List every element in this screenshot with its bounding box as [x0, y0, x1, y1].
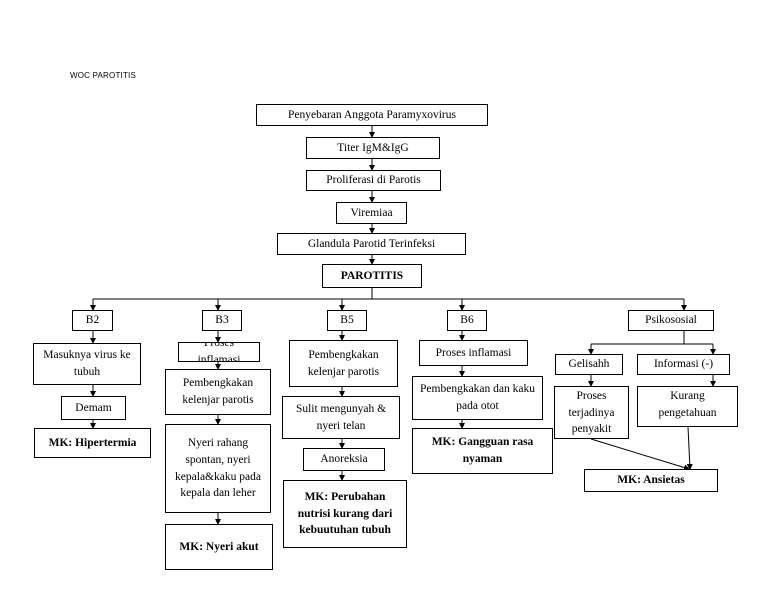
node-kurang-pengetahuan: Kurang pengetahuan	[637, 386, 738, 427]
node-pembengkakan-kaku: Pembengkakan dan kaku pada otot	[412, 376, 543, 420]
node-psikososial: Psikososial	[628, 310, 714, 331]
node-proliferasi: Proliferasi di Parotis	[306, 170, 441, 191]
node-masuknya-virus: Masuknya virus ke tubuh	[33, 343, 141, 385]
node-parotitis: PAROTITIS	[322, 264, 422, 288]
node-proses-inflamasi-b6: Proses inflamasi	[419, 340, 528, 366]
node-glandula: Glandula Parotid Terinfeksi	[277, 233, 466, 255]
node-penyebaran: Penyebaran Anggota Paramyxovirus	[256, 104, 488, 126]
node-pembengkakan-b5: Pembengkakan kelenjar parotis	[289, 340, 398, 387]
node-mk-hipertermia: MK: Hipertermia	[34, 428, 151, 458]
document-title: WOC PAROTITIS	[70, 71, 137, 80]
node-mk-perubahan-nutrisi: MK: Perubahan nutrisi kurang dari kebuut…	[283, 480, 407, 548]
node-titer: Titer IgM&IgG	[306, 137, 440, 159]
node-nyeri-rahang: Nyeri rahang spontan, nyeri kepala&kaku …	[165, 424, 271, 513]
node-mk-ansietas: MK: Ansietas	[584, 469, 718, 492]
node-mk-nyeri-akut: MK: Nyeri akut	[165, 524, 273, 570]
node-demam: Demam	[61, 396, 126, 420]
node-b6: B6	[447, 310, 487, 331]
node-sulit-mengunyah: Sulit mengunyah & nyeri telan	[282, 396, 400, 439]
node-b3: B3	[202, 310, 242, 331]
node-proses-inflamasi-b3: Proses inflamasi	[178, 342, 260, 362]
node-anoreksia: Anoreksia	[303, 448, 385, 471]
node-informasi: Informasi (-)	[637, 354, 730, 375]
node-viremia: Viremiaa	[336, 202, 407, 224]
node-b5: B5	[327, 310, 367, 331]
node-proses-terjadinya-penyakit: Proses terjadinya penyakit	[554, 386, 629, 439]
node-gelisahh: Gelisahh	[555, 354, 623, 375]
node-pembengkakan-b3: Pembengkakan kelenjar parotis	[165, 369, 271, 415]
node-b2: B2	[72, 310, 113, 331]
node-mk-gangguan-rasa-nyaman: MK: Gangguan rasa nyaman	[412, 428, 553, 474]
